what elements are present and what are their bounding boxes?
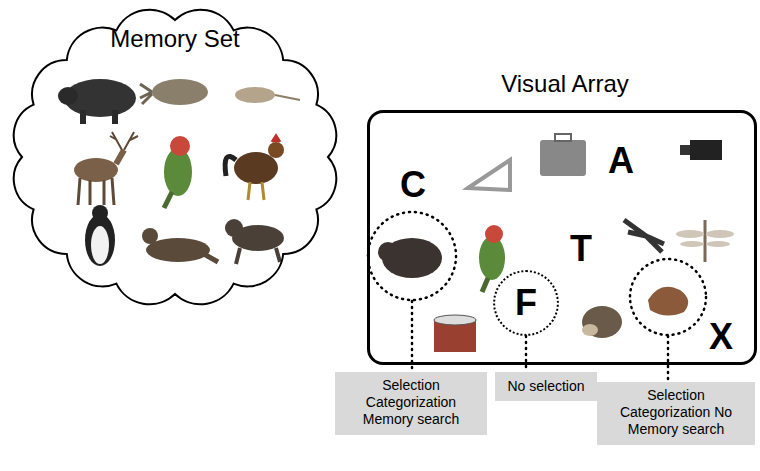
- text-slot: Visual Array: [370, 71, 760, 97]
- text-slot: Memory Set: [8, 26, 342, 52]
- node-text: T: [570, 229, 592, 269]
- drum: [434, 315, 476, 352]
- penguin: [85, 205, 115, 266]
- selection-circle: F: [493, 270, 559, 336]
- text-slot: A: [604, 141, 638, 181]
- label-box: Selection Categorization No Memory searc…: [597, 382, 755, 445]
- node-text: F: [515, 285, 537, 321]
- dotted-connector: [526, 336, 527, 372]
- label-box: Selection Categorization Memory search: [335, 372, 487, 435]
- text-slot: X: [704, 317, 738, 357]
- meat-object: [648, 287, 688, 316]
- visual-array-box: Visual ArrayCATXF: [367, 110, 757, 365]
- text-slot: C: [396, 165, 430, 205]
- text-slot: T: [564, 229, 598, 269]
- node-text: Selection Categorization Memory search: [341, 377, 481, 427]
- parrot: [164, 136, 192, 208]
- node-text: A: [608, 141, 634, 181]
- cuttlefish: [140, 79, 208, 105]
- cat: [225, 219, 284, 264]
- node-text: No selection: [501, 378, 591, 395]
- pliers: [624, 220, 664, 252]
- node-text: Selection Categorization No Memory searc…: [606, 387, 746, 437]
- briefcase: [540, 134, 586, 176]
- seal: [142, 228, 218, 262]
- selection-circle: [368, 212, 456, 300]
- label-box: No selection: [495, 372, 597, 401]
- set-square: [468, 160, 510, 190]
- ray: [235, 87, 300, 103]
- node-text: X: [709, 317, 733, 357]
- hedgehog: [582, 306, 622, 338]
- pig: [58, 79, 136, 124]
- node-text: Memory Set: [110, 26, 239, 52]
- guinea-pig: [378, 238, 442, 278]
- rooster: [225, 136, 284, 200]
- reindeer: [74, 132, 138, 205]
- camera: [680, 140, 722, 160]
- node-text: Visual Array: [501, 71, 629, 97]
- memory-cloud: Memory Set: [8, 6, 342, 308]
- parrot-2: [479, 225, 505, 292]
- dragonfly: [676, 220, 734, 262]
- leader-line: [411, 301, 414, 372]
- node-text: C: [400, 165, 426, 205]
- selection-circle: [630, 259, 706, 335]
- leader-line: [667, 336, 670, 382]
- connector-line: [525, 336, 528, 372]
- cloud-shape: [14, 10, 336, 304]
